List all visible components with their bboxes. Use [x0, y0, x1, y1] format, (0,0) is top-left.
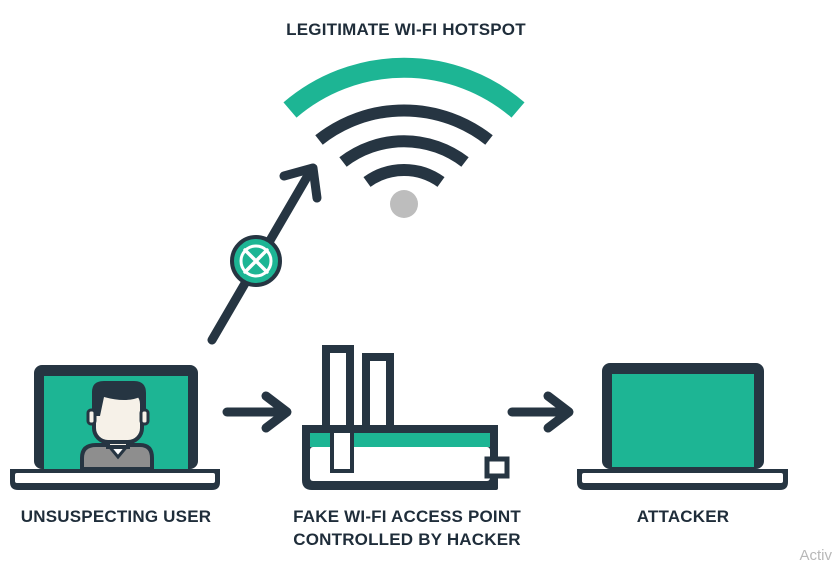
laptop-icon — [577, 363, 788, 490]
wifi-arc-2 — [315, 104, 493, 145]
router-port — [484, 456, 510, 479]
laptop-with-user-icon — [10, 365, 220, 490]
fake-ap-label-line2: CONTROLLED BY HACKER — [293, 530, 521, 549]
hotspot-label: LEGITIMATE WI-FI HOTSPOT — [286, 20, 526, 39]
blocked-x-icon — [230, 235, 282, 287]
wifi-signal-icon — [283, 57, 525, 218]
fake-ap-label-line1: FAKE WI-FI ACCESS POINT — [293, 507, 521, 526]
wifi-outer-arc — [283, 57, 525, 118]
attacker-label: ATTACKER — [636, 507, 730, 526]
activation-watermark: Activ — [799, 547, 832, 564]
wifi-arc-3 — [339, 135, 469, 167]
arrow-router-to-attacker — [507, 391, 574, 433]
wifi-arc-4 — [363, 163, 445, 187]
attacker-laptop-screen — [612, 374, 754, 467]
wifi-dot — [390, 190, 418, 218]
arrow-user-to-router — [222, 391, 292, 433]
user-avatar — [80, 381, 154, 471]
router-icon — [302, 345, 510, 490]
user-label: UNSUSPECTING USER — [20, 507, 212, 526]
